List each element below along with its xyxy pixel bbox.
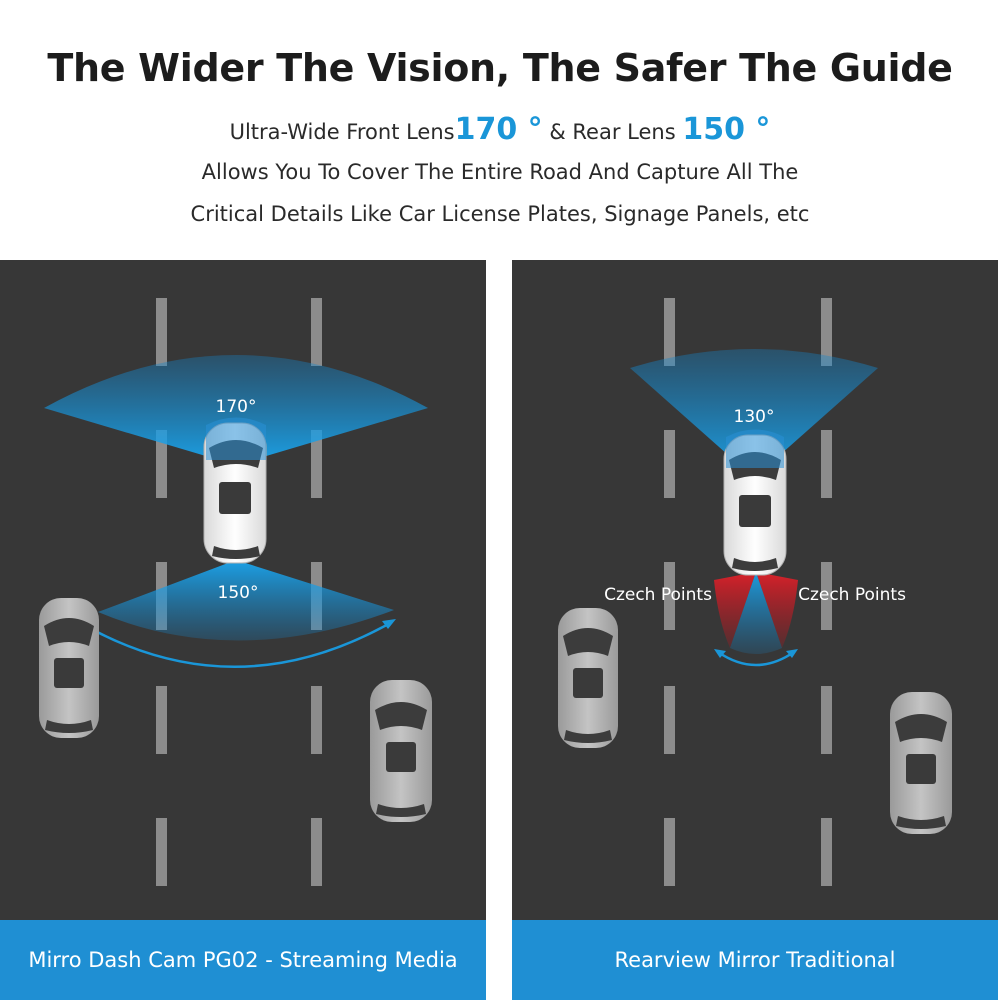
side-car-left-icon xyxy=(39,598,99,738)
front-view-cone xyxy=(630,349,878,478)
lane-markings xyxy=(664,298,832,886)
blind-spot-right-cone xyxy=(756,572,798,648)
blind-spot-right-label: Czech Points xyxy=(798,585,906,605)
blind-spot-left-label: Czech Points xyxy=(604,585,712,605)
front-angle-label: 170° xyxy=(216,397,257,417)
rearview-illustration: 130° Czech Points Czech Points xyxy=(558,298,952,886)
rear-view-cone xyxy=(98,560,394,641)
arrow-head-right-icon xyxy=(382,619,396,629)
blind-spot-left-cone xyxy=(714,572,756,648)
dash-cam-road-panel: 170° 150° xyxy=(0,260,486,920)
main-car-icon xyxy=(203,417,267,564)
rear-lens-text: & Rear Lens xyxy=(542,120,683,144)
headline: The Wider The Vision, The Safer The Guid… xyxy=(47,46,953,90)
side-car-left-icon xyxy=(558,608,618,748)
rear-mirror-cone xyxy=(730,572,782,654)
side-car-right-icon xyxy=(890,692,952,834)
rear-sweep-arrow xyxy=(717,650,795,667)
main-car-icon xyxy=(723,429,787,576)
rear-angle-label: 150° xyxy=(218,583,259,603)
rear-angle-value: 150 ° xyxy=(682,112,771,147)
front-angle-value: 170 ° xyxy=(454,112,543,147)
subtitle-line-3: Critical Details Like Car License Plates… xyxy=(190,202,810,226)
rearview-mirror-caption: Rearview Mirror Traditional xyxy=(512,920,998,1000)
rearview-mirror-road-panel: 130° Czech Points Czech Points xyxy=(512,260,998,920)
front-lens-text: Ultra-Wide Front Lens xyxy=(229,120,455,144)
front-view-cone xyxy=(44,355,428,465)
side-car-right-icon xyxy=(370,680,432,822)
arrow-head-right-icon xyxy=(786,649,798,658)
rear-sweep-arrow xyxy=(83,620,393,668)
arrow-head-left-icon xyxy=(714,649,726,658)
subtitle-line-1: Ultra-Wide Front Lens170 ° & Rear Lens 1… xyxy=(0,112,1000,147)
dash-cam-illustration: 170° 150° xyxy=(39,298,432,886)
dash-cam-caption: Mirro Dash Cam PG02 - Streaming Media xyxy=(0,920,486,1000)
subtitle-line-2: Allows You To Cover The Entire Road And … xyxy=(201,160,799,184)
front-angle-label: 130° xyxy=(734,407,775,427)
